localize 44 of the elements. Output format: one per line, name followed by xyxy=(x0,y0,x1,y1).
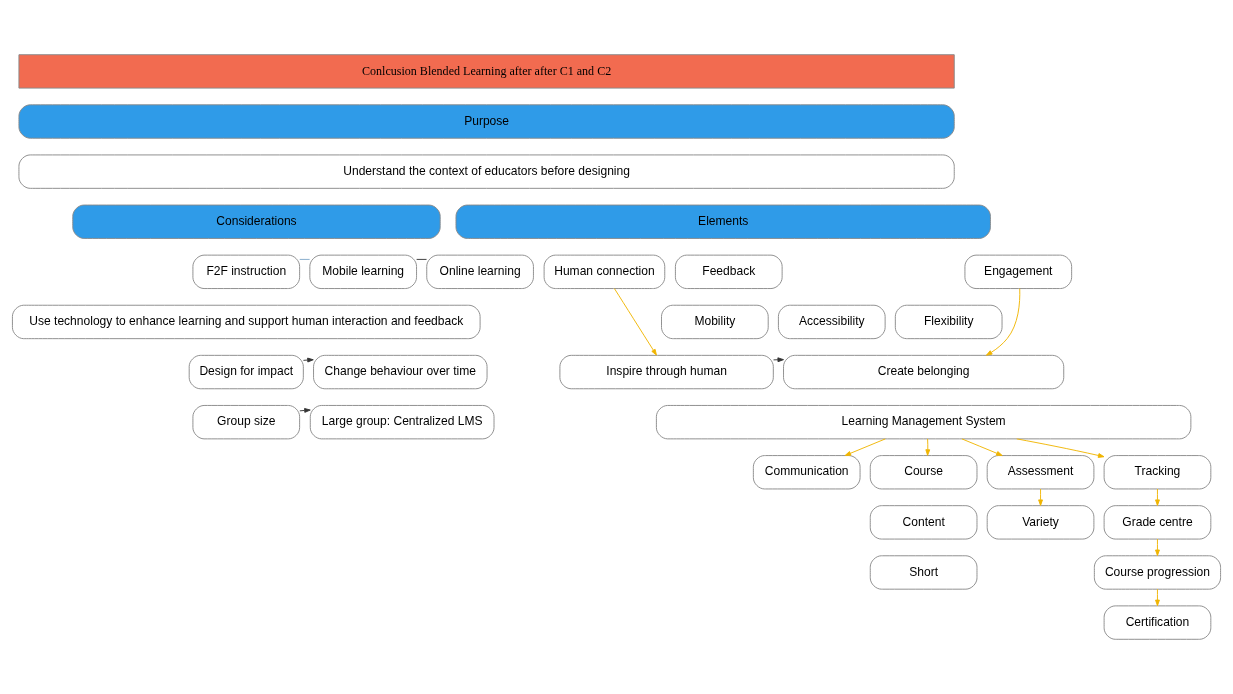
node-box: Understand the context of educators before designing xyxy=(18,154,955,189)
node-box: Change behaviour over time xyxy=(313,354,488,390)
node-box: Mobile learning xyxy=(309,254,417,289)
node-box: Conlcusion Blended Learning after after C1 and C2 xyxy=(18,54,955,89)
node-box: Mobility xyxy=(661,304,769,340)
node-box: Purpose xyxy=(18,104,955,139)
connector xyxy=(299,258,311,260)
arrow xyxy=(1155,588,1160,607)
arrow xyxy=(925,438,931,456)
arrow xyxy=(1038,488,1043,506)
arrow xyxy=(1155,538,1160,556)
node-box: Learning Management System xyxy=(655,405,1192,440)
node-box: F2F instruction xyxy=(192,254,301,289)
node-box: Certification xyxy=(1103,605,1212,640)
node-box: Use technology to enhance learning and support human interaction and feedback xyxy=(11,304,481,340)
node-box: Variety xyxy=(986,505,1095,540)
node-box: Tracking xyxy=(1103,455,1212,490)
node-box: Assessment xyxy=(986,455,1095,490)
arrow xyxy=(299,408,311,413)
node-box: Elements xyxy=(455,204,991,239)
arrow xyxy=(985,288,1021,356)
node-box: Short xyxy=(869,555,978,590)
node-box: Considerations xyxy=(72,204,441,239)
arrow xyxy=(613,288,657,356)
node-box: Large group: Centralized LMS xyxy=(309,405,495,440)
arrow xyxy=(1016,438,1105,458)
arrow xyxy=(302,357,314,363)
node-box: Create belonging xyxy=(783,354,1065,390)
node-box: Design for impact xyxy=(188,354,304,390)
node-box: Course progression xyxy=(1093,555,1222,590)
node-box: Engagement xyxy=(964,254,1073,289)
node-box: Feedback xyxy=(674,254,783,289)
node-box: Course xyxy=(869,455,978,490)
node-box: Group size xyxy=(192,405,301,440)
node-box: Human connection xyxy=(543,254,666,289)
node-box: Flexibility xyxy=(894,304,1003,340)
node-box: Grade centre xyxy=(1103,505,1212,540)
connector xyxy=(416,258,427,260)
node-box: Communication xyxy=(752,455,861,490)
arrow xyxy=(1155,488,1160,506)
node-box: Inspire through human xyxy=(559,354,774,390)
node-box: Online learning xyxy=(426,254,534,289)
node-box: Accessibility xyxy=(777,304,886,340)
node-box: Content xyxy=(869,505,978,540)
